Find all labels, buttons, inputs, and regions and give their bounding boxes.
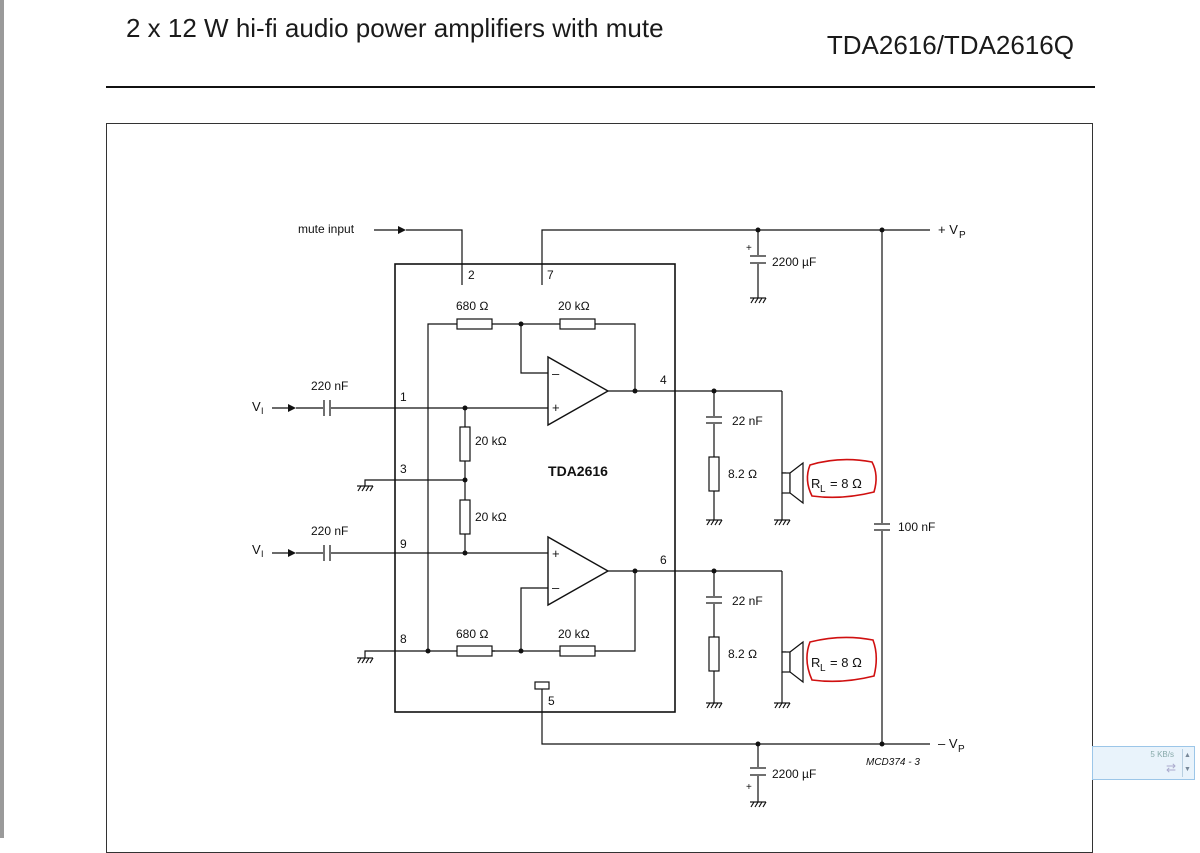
r-div-bottom-label: 20 kΩ <box>475 510 507 524</box>
ground-icon <box>750 297 767 304</box>
load-top-value: = 8 Ω <box>830 476 862 491</box>
input-arrow-icon <box>288 404 296 412</box>
pin-7: 7 <box>547 268 554 282</box>
opamp-top-plus: + <box>552 400 560 415</box>
load-bottom-sub: L <box>820 663 826 674</box>
ground-icon <box>774 519 791 526</box>
load-bottom-value: = 8 Ω <box>830 655 862 670</box>
c-decouple-label: 100 nF <box>898 520 935 534</box>
cap-polarity-top: + <box>746 243 752 254</box>
r-fb-top-label: 20 kΩ <box>558 299 590 313</box>
widget-scroll[interactable]: ▲▼ <box>1182 749 1192 777</box>
pin-8: 8 <box>400 632 407 646</box>
window-edge <box>0 0 4 838</box>
download-widget[interactable]: 5 KB/s ⇄ ▲▼ <box>1092 746 1195 780</box>
mute-input-label: mute input <box>298 222 355 236</box>
ic-label: TDA2616 <box>548 463 608 479</box>
opamp-bottom-minus: – <box>552 580 560 595</box>
input-bottom-label: V <box>252 542 261 557</box>
ground-icon <box>774 702 791 709</box>
pin-2: 2 <box>468 268 475 282</box>
r-in-bottom-label: 680 Ω <box>456 627 489 641</box>
r-fb-bottom-label: 20 kΩ <box>558 627 590 641</box>
supply-pos-sub: P <box>959 230 966 241</box>
header-divider <box>106 86 1095 88</box>
c-in-bottom-label: 220 nF <box>311 524 348 538</box>
transfer-icon: ⇄ <box>1165 761 1176 775</box>
load-bottom-highlight <box>806 636 878 683</box>
opamp-bottom-plus: + <box>552 546 560 561</box>
ground-icon <box>750 801 767 808</box>
load-bottom-r: R <box>811 655 820 670</box>
speaker-top-icon <box>789 461 804 505</box>
c-supply-top-label: 2200 µF <box>772 255 816 269</box>
r-snub-bottom-label: 8.2 Ω <box>728 647 757 661</box>
speaker-bottom-icon <box>789 640 804 684</box>
opamp-top-minus: – <box>552 366 560 381</box>
load-top-sub: L <box>820 484 826 495</box>
pin-1: 1 <box>400 390 407 404</box>
ground-icon <box>706 519 723 526</box>
pin-3: 3 <box>400 462 407 476</box>
load-top-r: R <box>811 476 820 491</box>
r-snub-top-label: 8.2 Ω <box>728 467 757 481</box>
input-arrow-icon <box>288 549 296 557</box>
figure-code: MCD374 - 3 <box>866 757 920 768</box>
c-in-top-label: 220 nF <box>311 379 348 393</box>
ground-icon <box>357 485 374 492</box>
input-bottom-sub: I <box>261 549 264 559</box>
pin-9: 9 <box>400 537 407 551</box>
transfer-rate: 5 KB/s <box>1150 750 1174 759</box>
opamp-bottom <box>547 535 610 607</box>
ground-icon <box>706 702 723 709</box>
ground-icon <box>357 657 374 664</box>
pin-6: 6 <box>660 553 667 567</box>
pin-4: 4 <box>660 373 667 387</box>
opamp-top <box>547 355 610 427</box>
load-top-highlight <box>806 458 877 499</box>
c-snub-bottom-label: 22 nF <box>732 594 763 608</box>
cap-polarity-bottom: + <box>746 782 752 793</box>
c-snub-top-label: 22 nF <box>732 414 763 428</box>
input-top-sub: I <box>261 406 264 416</box>
page-title: 2 x 12 W hi-fi audio power amplifiers wi… <box>126 13 664 43</box>
r-in-top-label: 680 Ω <box>456 299 489 313</box>
supply-pos-label: + V <box>938 222 958 237</box>
part-number: TDA2616/TDA2616Q <box>826 30 1074 60</box>
input-top-label: V <box>252 399 261 414</box>
supply-neg-label: – V <box>938 736 958 751</box>
mute-arrow-icon <box>398 226 406 234</box>
pin-5: 5 <box>548 694 555 708</box>
r-div-top-label: 20 kΩ <box>475 434 507 448</box>
c-supply-bottom-label: 2200 µF <box>772 767 816 781</box>
ic-body <box>394 263 676 713</box>
supply-neg-sub: P <box>958 744 965 755</box>
